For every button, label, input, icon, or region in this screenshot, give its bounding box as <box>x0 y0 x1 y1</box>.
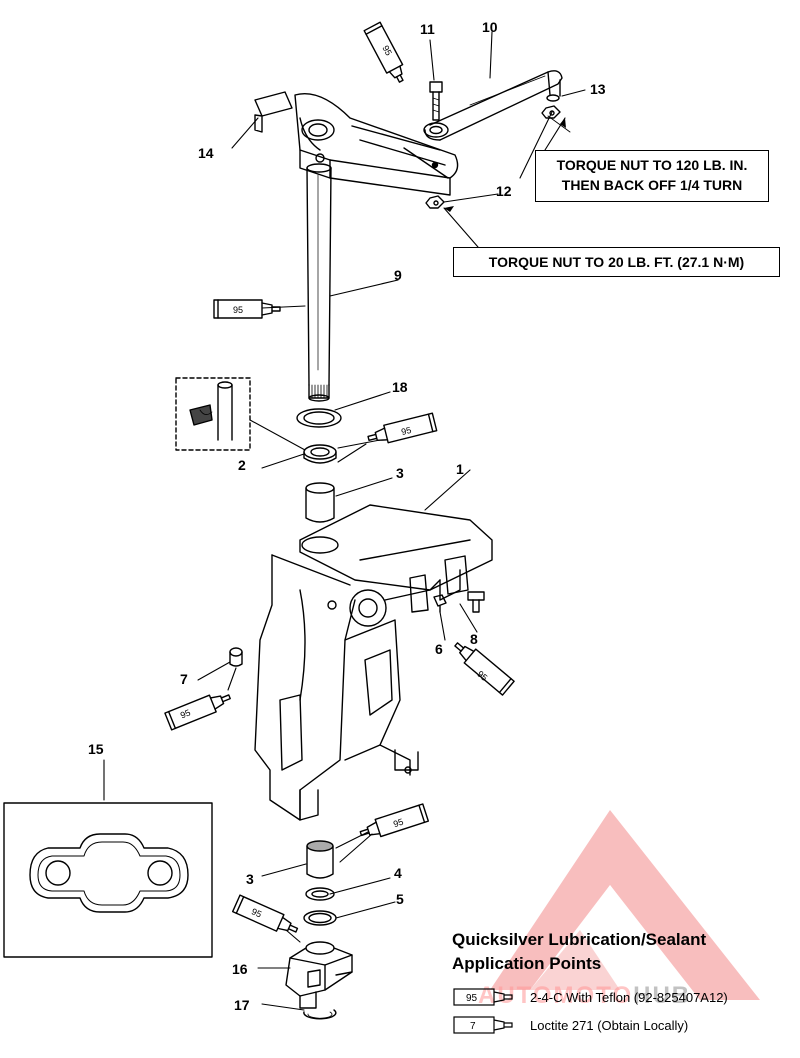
seal-detail-inset <box>175 377 251 451</box>
legend-tube-code-95: 95 <box>466 993 478 1004</box>
callout-10: 10 <box>482 19 498 35</box>
torque-note-120-line1: TORQUE NUT TO 120 LB. IN. <box>556 157 748 173</box>
tube-code-4: 95 <box>475 669 489 683</box>
bushing-part-7 <box>229 647 243 667</box>
callout-3-upper: 3 <box>396 465 404 481</box>
callout-9: 9 <box>394 267 402 283</box>
grease-fitting-part-6 <box>433 594 447 613</box>
torque-note-20-lb-ft: TORQUE NUT TO 20 LB. FT. (27.1 N·M) <box>453 247 780 277</box>
legend-tube-code-7: 7 <box>470 1021 476 1032</box>
torque-note-20-text: TORQUE NUT TO 20 LB. FT. (27.1 N·M) <box>488 254 745 270</box>
seal-part-4 <box>305 887 335 901</box>
legend-text-95: 2-4-C With Teflon (92-825407A12) <box>530 990 728 1005</box>
washer-part-5 <box>303 910 337 926</box>
callout-7: 7 <box>180 671 188 687</box>
steering-shaft-part-9 <box>306 163 332 402</box>
bushing-part-3-lower <box>306 840 334 879</box>
legend-title: Quicksilver Lubrication/Sealant Applicat… <box>452 928 706 976</box>
tube-code-7: 95 <box>250 906 263 919</box>
callout-12: 12 <box>496 183 512 199</box>
screw-part-8 <box>467 591 485 613</box>
callout-13: 13 <box>590 81 606 97</box>
gasket-inset-part-15 <box>3 802 213 958</box>
nut-part-13 <box>541 94 561 119</box>
legend-title-line1: Quicksilver Lubrication/Sealant <box>452 930 707 949</box>
swivel-bracket-part-1 <box>254 504 493 821</box>
callout-8: 8 <box>470 631 478 647</box>
washer-part-18 <box>296 408 342 428</box>
callout-5: 5 <box>396 891 404 907</box>
bolt-part-11 <box>429 81 443 121</box>
callout-17: 17 <box>234 997 250 1013</box>
tube-code-5: 95 <box>179 707 192 720</box>
leader-lines <box>103 31 586 1011</box>
tube-code-3: 95 <box>400 425 412 437</box>
swivel-head-part-16 <box>285 941 353 1009</box>
callout-6: 6 <box>435 641 443 657</box>
seal-part-2 <box>303 444 337 464</box>
callout-11: 11 <box>420 21 435 37</box>
callout-14: 14 <box>198 145 214 161</box>
callout-numbers: 1 2 3 3 4 5 6 7 8 9 10 11 12 13 14 15 16… <box>88 19 606 1013</box>
legend-title-line2: Application Points <box>452 954 602 973</box>
watermark-text-part2: HUB <box>633 982 692 1009</box>
tube-code-6: 95 <box>392 817 405 830</box>
steering-arm-part-14 <box>254 91 459 196</box>
legend-text-7: Loctite 271 (Obtain Locally) <box>530 1018 689 1033</box>
torque-note-120-lb-in: TORQUE NUT TO 120 LB. IN. THEN BACK OFF … <box>535 150 769 202</box>
callout-2: 2 <box>238 457 246 473</box>
callout-16: 16 <box>232 961 248 977</box>
callout-18: 18 <box>392 379 408 395</box>
sealant-tube-icon: 7 <box>453 1016 513 1034</box>
callout-1: 1 <box>456 461 464 477</box>
tube-codes: 95 95 95 95 95 95 95 <box>179 44 490 920</box>
torque-arrow-icon <box>444 118 566 212</box>
torque-note-120-line2: THEN BACK OFF 1/4 TURN <box>561 177 743 193</box>
callout-4: 4 <box>394 865 402 881</box>
link-arm-part-10 <box>423 70 563 141</box>
tube-code-1: 95 <box>380 44 394 58</box>
callout-3-lower: 3 <box>246 871 254 887</box>
callout-15: 15 <box>88 741 104 757</box>
nut-part-12 <box>425 195 445 209</box>
lubricant-tube-icon: 95 <box>453 988 513 1006</box>
grease-tube-icon <box>164 21 515 933</box>
tube-code-2: 95 <box>233 305 243 315</box>
bushing-part-3-upper <box>305 482 335 523</box>
retaining-ring-part-17 <box>303 1009 337 1020</box>
